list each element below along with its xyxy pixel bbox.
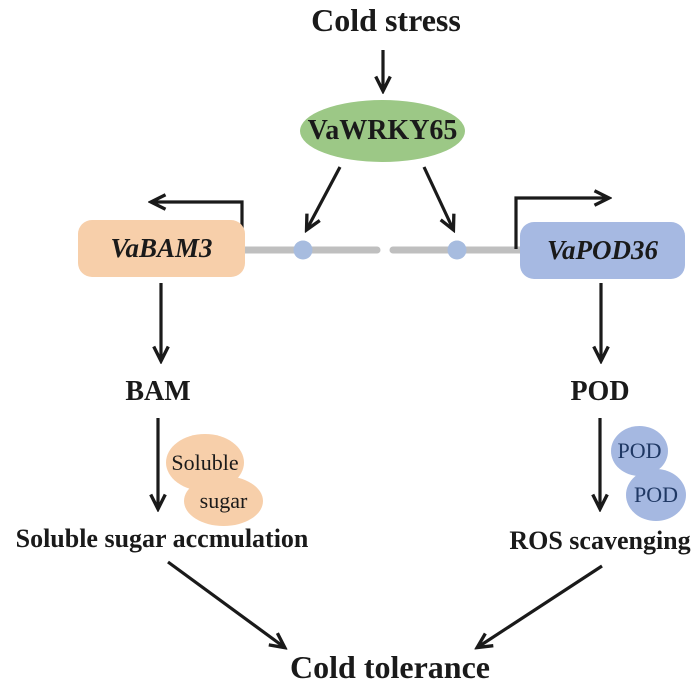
vapod36-gene-box: VaPOD36 [520,222,685,279]
vawrky65-node: VaWRKY65 [300,100,465,162]
cold-tolerance-label: Cold tolerance [290,649,490,685]
pod-protein-blob-1: POD [611,426,668,476]
arrow-left-to-cold-tolerance [167,560,284,647]
soluble-blob-label: Soluble [171,449,239,475]
arrow-vawrky65-to-left-binding-site [307,166,342,229]
pod-protein-blob-1-label: POD [617,438,662,463]
binding-site-dot-right [447,240,467,260]
pod-enzyme-label: POD [570,376,630,407]
soluble-sugar-accumulation-label: Soluble sugar accmulation [15,524,309,553]
bam-enzyme-label: BAM [125,376,191,407]
arrow-vawrky65-to-right-binding-site [422,166,453,229]
ros-scavenging-label: ROS scavenging [509,526,691,555]
pod-protein-blob-2-label: POD [633,482,678,507]
binding-site-dot-left [293,240,313,260]
sugar-blob-label: sugar [199,488,248,513]
transcription-arrow-vapod36 [514,198,608,249]
vawrky65-label: VaWRKY65 [307,115,458,146]
vapod36-label: VaPOD36 [546,235,658,265]
pod-protein-blob-2: POD [626,469,686,521]
vabam3-gene-box: VaBAM3 [78,220,245,277]
cold-stress-label: Cold stress [311,2,461,38]
vabam3-label: VaBAM3 [110,233,213,263]
sugar-blob: sugar [184,476,263,526]
arrow-right-to-cold-tolerance [478,564,603,647]
